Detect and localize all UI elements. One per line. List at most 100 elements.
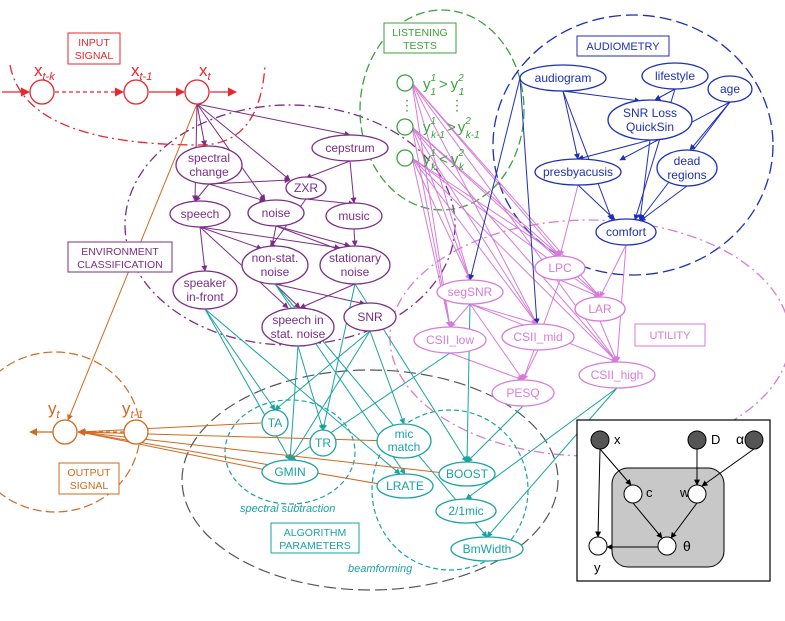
edge (411, 82, 538, 325)
edge (305, 160, 351, 179)
audiometry-group-outline (492, 14, 774, 276)
listening-dots-right: ⋮ (450, 97, 464, 113)
svg-text:INPUT: INPUT (78, 37, 110, 49)
svg-text:y: y (594, 560, 601, 575)
svg-text:cepstrum: cepstrum (325, 141, 374, 155)
svg-text:speech: speech (181, 207, 220, 221)
node-non-stat-noise: non-stat. noise (241, 245, 309, 285)
svg-text:w: w (679, 485, 690, 500)
inset-node-x: x (590, 430, 621, 450)
output-signal-label: OUTPUT SIGNAL (58, 462, 120, 495)
svg-text:comfort: comfort (606, 225, 647, 239)
svg-text:θ: θ (683, 538, 691, 554)
node-bmwidth: BmWidth (450, 536, 524, 562)
inset-node-c: c (623, 484, 653, 504)
edge (522, 349, 539, 381)
svg-text:UTILITY: UTILITY (650, 330, 692, 342)
node-boost: BOOST (438, 461, 496, 487)
svg-text:non-stat.: non-stat. (252, 251, 299, 265)
node-music: music (325, 202, 383, 230)
node-speech: speech (169, 200, 231, 228)
svg-text:SIGNAL: SIGNAL (75, 50, 114, 62)
edge (274, 330, 371, 411)
edge (469, 303, 539, 326)
svg-text:age: age (720, 82, 740, 96)
svg-text:match: match (388, 440, 421, 454)
node-lar: LAR (574, 296, 626, 322)
edge (297, 345, 325, 431)
edge (194, 183, 210, 202)
svg-text:SNR: SNR (357, 310, 383, 324)
edge (562, 90, 580, 160)
svg-text:PESQ: PESQ (506, 386, 539, 400)
edge (208, 177, 291, 185)
svg-text:CLASSIFICATION: CLASSIFICATION (77, 259, 163, 271)
input-group-outline (9, 64, 266, 146)
node-snr: SNR (343, 302, 397, 332)
svg-text:PARAMETERS: PARAMETERS (279, 540, 351, 552)
node-zxr: ZXR (285, 176, 327, 200)
edge (595, 448, 602, 538)
edge (349, 160, 357, 204)
edge (562, 90, 613, 221)
edge (469, 303, 524, 381)
edge (654, 88, 676, 101)
svg-text:BmWidth: BmWidth (463, 542, 512, 556)
svg-text:D: D (711, 432, 720, 447)
edge (287, 345, 299, 461)
node-age: age (707, 75, 753, 103)
edge (577, 184, 616, 221)
svg-text:stat. noise: stat. noise (271, 327, 326, 341)
edge (411, 126, 471, 281)
output-node-yt-1: yt-1 (122, 399, 149, 445)
svg-text:speech in: speech in (272, 313, 323, 327)
listening-dots-left: ⋮ (400, 97, 414, 113)
beamforming-caption: beamforming (348, 563, 413, 575)
edge (299, 283, 356, 309)
svg-text:stationary: stationary (329, 251, 381, 265)
svg-text:xt: xt (199, 61, 212, 83)
edge (519, 77, 540, 325)
node-gmin: GMIN (261, 459, 319, 485)
svg-text:OUTPUT: OUTPUT (67, 467, 111, 479)
spectral-subtraction-group-outline (224, 399, 356, 505)
svg-text:yt: yt (48, 399, 61, 421)
edges (2, 77, 731, 538)
svg-text:audiogram: audiogram (535, 71, 592, 85)
edge (411, 157, 538, 325)
input-signal-label: INPUT SIGNAL (67, 32, 121, 65)
node-csii-high: CSII_high (578, 361, 656, 389)
algorithm-group-outline (181, 369, 559, 591)
edge (411, 126, 538, 325)
svg-text:CSII_mid: CSII_mid (513, 330, 562, 344)
node-segsnr: segSNR (436, 279, 504, 305)
edge (204, 308, 276, 411)
edge (558, 184, 579, 257)
edge (486, 387, 618, 538)
edge (599, 320, 618, 363)
svg-text:y1k-1>y2k-1: y1k-1>y2k-1 (423, 116, 480, 141)
svg-text:segSNR: segSNR (448, 285, 493, 299)
svg-text:change: change (189, 165, 229, 179)
svg-text:regions: regions (667, 168, 706, 182)
edge (599, 448, 632, 486)
node-2-1mic: 2/1mic (435, 498, 497, 524)
node-presbyacusis: presbyacusis (534, 158, 622, 186)
node-audiogram: audiogram (519, 64, 607, 92)
node-csii-low: CSII_low (413, 326, 487, 354)
svg-text:2/1mic: 2/1mic (448, 504, 483, 518)
edge (599, 244, 627, 298)
node-tr: TR (309, 429, 337, 457)
node-cepstrum: cepstrum (311, 134, 389, 162)
inset-node-alpha: α (736, 430, 764, 450)
svg-text:TA: TA (268, 416, 282, 430)
svg-text:presbyacusis: presbyacusis (543, 165, 613, 179)
svg-text:CSII_high: CSII_high (591, 368, 644, 382)
svg-text:LRATE: LRATE (386, 479, 424, 493)
edge (637, 139, 651, 221)
edge (632, 502, 663, 539)
svg-text:noise: noise (261, 265, 290, 279)
node-ta: TA (261, 409, 289, 437)
